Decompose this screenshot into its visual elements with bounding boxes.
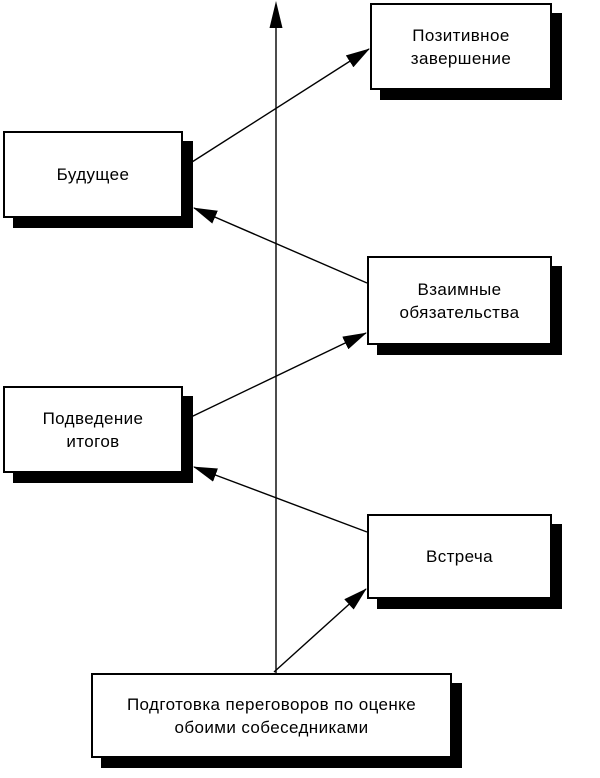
arrow-summary-to-mutual bbox=[190, 332, 367, 418]
axis-up-arrowhead-icon bbox=[269, 1, 283, 28]
box-future: Будущее bbox=[3, 131, 183, 218]
box-summing-up-label-line2: итогов bbox=[66, 431, 120, 451]
arrow-mutual-to-future bbox=[193, 207, 368, 284]
arrow-future-to-positive-end bbox=[191, 48, 370, 163]
box-meeting: Встреча bbox=[367, 514, 552, 599]
box-future-label: Будущее bbox=[56, 165, 130, 184]
box-meeting-label: Встреча bbox=[425, 547, 494, 566]
box-mutual-obligations-label-line1: Взаимные bbox=[417, 279, 502, 299]
box-positive-end: Позитивное завершение bbox=[370, 3, 552, 90]
box-summing-up-label-line1: Подведение bbox=[42, 408, 144, 428]
box-mutual-obligations-label-line2: обязательства bbox=[399, 302, 520, 322]
arrow-meeting-to-summary bbox=[193, 466, 368, 533]
box-summing-up: Подведение итогов bbox=[3, 386, 183, 473]
box-positive-end-label-line2: завершение bbox=[410, 48, 512, 68]
arrow-preparation-to-meeting bbox=[273, 588, 367, 673]
box-preparation: Подготовка переговоров по оценке обоими … bbox=[91, 673, 452, 758]
box-preparation-label-line2: обоими собеседниками bbox=[174, 717, 369, 737]
box-preparation-label-line1: Подготовка переговоров по оценке bbox=[126, 694, 417, 714]
box-positive-end-label-line1: Позитивное bbox=[412, 25, 510, 45]
box-mutual-obligations: Взаимные обязательства bbox=[367, 256, 552, 345]
